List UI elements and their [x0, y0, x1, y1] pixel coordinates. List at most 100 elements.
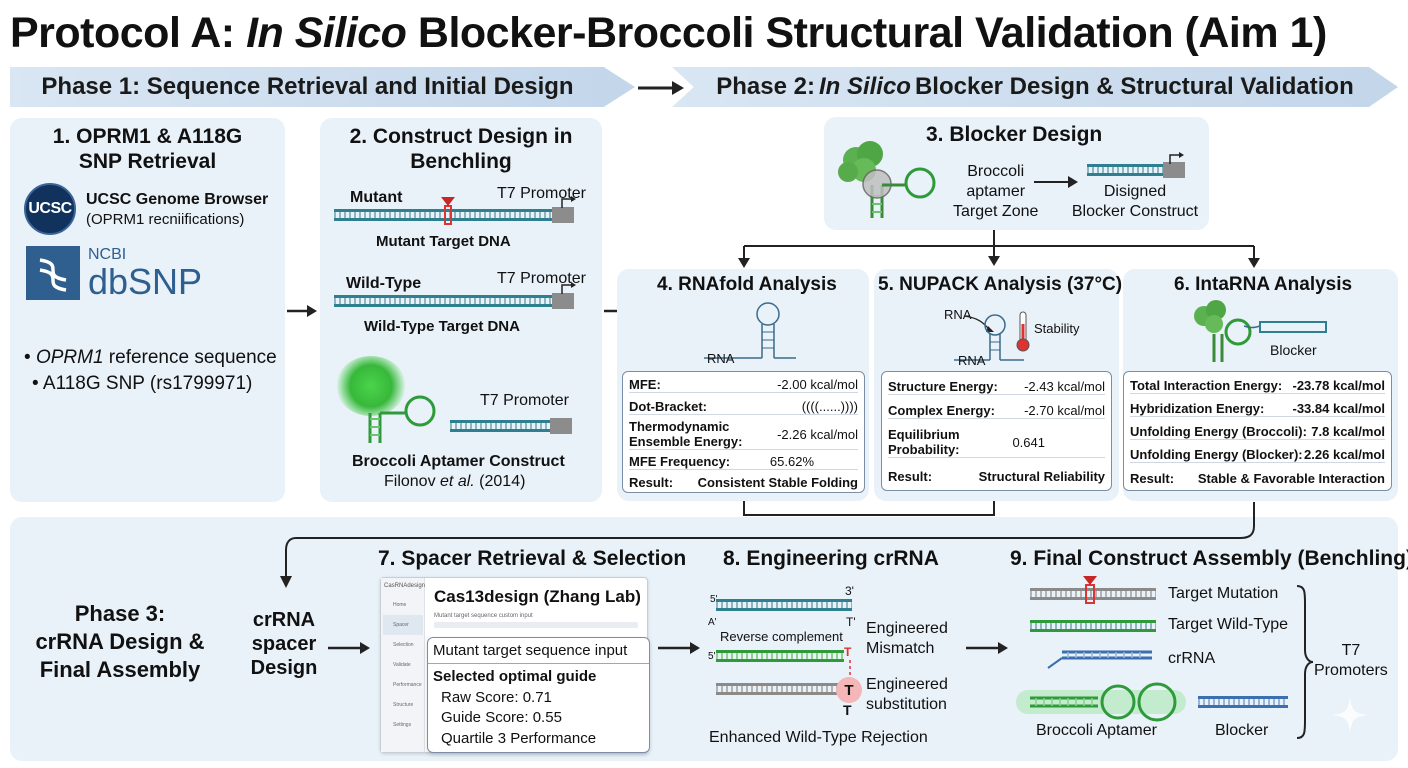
- step5-title: 5. NUPACK Analysis (37°C): [878, 274, 1123, 295]
- ncbi-label: NCBI: [88, 246, 127, 263]
- step7-title: 7. Spacer Retrieval & Selection: [378, 547, 687, 570]
- equilibrium-row: Equilibrium Probability:0.641: [888, 427, 1105, 458]
- mutant-input-label: Mutant target sequence input: [433, 642, 628, 659]
- blocker-final-dna: [1198, 696, 1288, 708]
- blocker-construct-dna: [1087, 164, 1163, 176]
- target-mutation-label: Target Mutation: [1168, 585, 1279, 602]
- nupack-rna-label-2: RNA: [958, 353, 986, 368]
- step4-title: 4. RNAfold Analysis: [657, 274, 837, 295]
- cas13design-sidebar: [381, 578, 425, 752]
- substitution-badge: T: [836, 677, 862, 703]
- enhanced-rejection-label: Enhanced Wild-Type Rejection: [709, 729, 928, 746]
- thermometer-icon: [1016, 311, 1030, 352]
- blocker-promoter-block: [1163, 162, 1185, 178]
- arrow-spacer-7-icon: [328, 642, 370, 654]
- target-strand: [716, 599, 852, 611]
- broccoli-aptamer-final-icon: [1016, 682, 1186, 722]
- reverse-complement-label: Reverse complement: [720, 629, 843, 644]
- rna-label: RNA: [707, 351, 735, 366]
- promoters-brace-icon: [1296, 585, 1314, 739]
- phase-arrow-icon: [638, 81, 684, 95]
- t7-promoter-label-3: T7 Promoter: [480, 392, 569, 409]
- branch-arrows-icon: [738, 230, 1260, 268]
- ucsc-logo-icon: UCSC: [24, 183, 76, 235]
- wildtype-dna-label: Wild-Type Target DNA: [364, 318, 520, 335]
- side-menu-item[interactable]: Validate: [393, 662, 411, 668]
- t7-promoter-block-1: [552, 207, 574, 223]
- mutation-marker: [444, 205, 452, 225]
- side-menu-item[interactable]: Spacer: [383, 615, 423, 635]
- phase-1-banner: Phase 1: Sequence Retrieval and Initial …: [10, 67, 635, 107]
- mutation-triangle-icon: [1083, 576, 1097, 585]
- phase3-panel: [10, 517, 1398, 761]
- t7-promoter-block-2: [552, 293, 574, 309]
- crrna-strand: [716, 650, 844, 662]
- page-title: Protocol A: In Silico Blocker-Broccoli S…: [10, 9, 1327, 57]
- app-hint-field[interactable]: [434, 622, 638, 628]
- broccoli-citation: Filonov et al. (2014): [384, 473, 526, 490]
- step2-panel: [320, 118, 602, 502]
- side-menu-item[interactable]: Settings: [393, 722, 412, 728]
- broccoli-aptamer-icon: [368, 395, 436, 443]
- ucsc-sub: (OPRM1 recniifications): [86, 211, 245, 228]
- promoter-arrow-icon: [1169, 152, 1184, 164]
- phase3-title: Phase 3:crRNA Design &Final Assembly: [35, 601, 205, 682]
- five-prime-1: 5': [710, 594, 718, 605]
- result-row: Result:Consistent Stable Folding: [629, 475, 858, 490]
- dotbracket-row: Dot-Bracket:((((......)))): [629, 399, 858, 415]
- phase3-connector-icon: [280, 502, 1255, 588]
- crrna-strand-icon: [1047, 650, 1152, 669]
- step9-title: 9. Final Construct Assembly (Benchling): [1010, 547, 1408, 570]
- rna-hairpin-icon: [704, 302, 796, 359]
- mfe-frequency-row: MFE Frequency:65.62%: [629, 454, 858, 470]
- step1-panel: [10, 118, 285, 502]
- a-prime: A': [708, 617, 717, 628]
- target-wildtype-dna: [1030, 620, 1156, 632]
- intarna-blocker-label: Blocker: [1270, 342, 1317, 358]
- guide-score: Guide Score: 0.55: [441, 709, 562, 726]
- step1-bullet-1: • OPRM1 reference sequence: [24, 347, 277, 368]
- mismatch-dashed-icon: [849, 660, 851, 686]
- t-prime: T': [846, 615, 856, 629]
- side-menu-item[interactable]: Home: [393, 602, 407, 608]
- ncbi-logo-icon: [26, 246, 80, 300]
- guide-result-card: [427, 637, 650, 753]
- arrow-3-icon: [1034, 176, 1078, 188]
- mutant-label: Mutant: [350, 189, 403, 206]
- arrow-7-8-icon: [658, 642, 700, 654]
- step4-results: MFE:-2.00 kcal/mol Dot-Bracket:((((.....…: [622, 371, 865, 493]
- ucsc-name: UCSC Genome Browser: [86, 191, 269, 208]
- mutant-sequence-input[interactable]: [428, 638, 649, 664]
- nupack-hairpin-icon: [954, 314, 1024, 361]
- structure-energy-row: Structure Energy:-2.43 kcal/mol: [888, 379, 1105, 395]
- sparkle-icon: [1332, 697, 1368, 733]
- quartile-performance: Quartile 3 Performance: [441, 730, 597, 747]
- phase-2-banner: Phase 2: In Silico Blocker Design & Stru…: [672, 67, 1398, 107]
- t7-promoter-block-3: [550, 418, 572, 434]
- mfe-row: MFE:-2.00 kcal/mol: [629, 377, 858, 393]
- t7-promoter-label-2: T7 Promoter: [497, 270, 586, 287]
- nupack-result-row: Result:Structural Reliability: [888, 469, 1105, 484]
- side-menu-item[interactable]: Selection: [393, 642, 414, 648]
- target-mutation-marker: [1085, 584, 1095, 604]
- mutant-dna-label: Mutant Target DNA: [376, 233, 511, 250]
- substitution-t-below: T: [843, 702, 852, 718]
- app-hint: Mutant target sequence custom input: [434, 613, 533, 619]
- side-menu-item[interactable]: Structure: [393, 702, 414, 708]
- arrow-8-9-icon: [966, 642, 1008, 654]
- broccoli-aptamer-final-label: Broccoli Aptamer: [1036, 722, 1157, 739]
- broccoli-construct-label: Broccoli Aptamer Construct: [352, 453, 565, 470]
- mismatch-t: T: [844, 645, 852, 659]
- step6-title: 6. IntaRNA Analysis: [1174, 274, 1353, 295]
- side-menu-item[interactable]: Performance: [393, 682, 422, 688]
- unfolding-blocker-row: Unfolding Energy (Blocker):2.26 kcal/mol: [1130, 447, 1385, 463]
- dbsnp-label: dbSNP: [88, 261, 203, 302]
- intarna-result-row: Result:Stable & Favorable Interaction: [1130, 471, 1385, 486]
- step3-title: 3. Blocker Design: [926, 123, 1103, 146]
- app-logo: CasRNAdesign: [384, 583, 426, 589]
- intarna-broccoli-icon: [1194, 300, 1327, 362]
